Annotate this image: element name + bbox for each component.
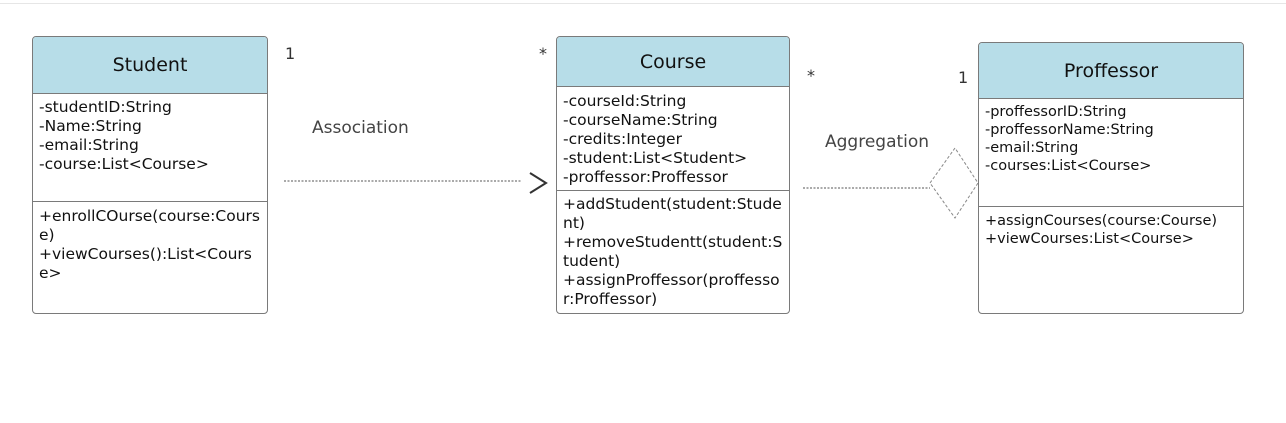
course-attr-3: -credits:Integer — [563, 130, 682, 148]
proffessor-methods: +assignCourses(course:Course) +viewCours… — [979, 207, 1243, 250]
proffessor-method-1: +assignCourses(course:Course) — [985, 213, 1218, 229]
course-class-name: Course — [557, 37, 789, 87]
course-class[interactable]: Course -courseId:String -courseName:Stri… — [556, 36, 790, 314]
student-attr-3: -email:String — [39, 136, 139, 154]
student-attr-2: -Name:String — [39, 117, 142, 135]
proffessor-class[interactable]: Proffessor -proffessorID:String -proffes… — [978, 42, 1244, 314]
association-arrowhead — [529, 172, 548, 194]
student-methods: +enrollCOurse(course:Course) +viewCourse… — [33, 202, 267, 285]
proffessor-method-2: +viewCourses:List<Course> — [985, 231, 1194, 247]
proffessor-attr-2: -proffessorName:String — [985, 122, 1154, 138]
student-class[interactable]: Student -studentID:String -Name:String -… — [32, 36, 268, 314]
proffessor-attr-4: -courses:List<Course> — [985, 158, 1152, 174]
aggregation-diamond-icon — [929, 147, 979, 219]
association-label: Association — [312, 118, 409, 138]
course-method-2: +removeStudentt(student:Student) — [563, 233, 783, 270]
proffessor-class-name: Proffessor — [979, 43, 1243, 99]
student-class-name: Student — [33, 37, 267, 94]
student-attributes: -studentID:String -Name:String -email:St… — [33, 94, 267, 202]
top-border-line — [0, 3, 1286, 4]
aggregation-target-multiplicity: 1 — [958, 68, 969, 87]
proffessor-attributes: -proffessorID:String -proffessorName:Str… — [979, 99, 1243, 207]
course-attr-1: -courseId:String — [563, 92, 687, 110]
course-methods: +addStudent(student:Student) +removeStud… — [557, 191, 789, 311]
aggregation-source-multiplicity: * — [807, 66, 815, 85]
course-attr-5: -proffessor:Proffessor — [563, 168, 728, 186]
course-attributes: -courseId:String -courseName:String -cre… — [557, 87, 789, 191]
aggregation-label: Aggregation — [825, 132, 930, 152]
proffessor-attr-1: -proffessorID:String — [985, 104, 1127, 120]
course-method-3: +assignProffessor(proffessor:Proffessor) — [563, 271, 780, 308]
student-method-2: +viewCourses():List<Course> — [39, 245, 252, 282]
student-attr-1: -studentID:String — [39, 98, 172, 116]
course-attr-4: -student:List<Student> — [563, 149, 748, 167]
student-method-1: +enrollCOurse(course:Course) — [39, 207, 260, 244]
proffessor-attr-3: -email:String — [985, 140, 1079, 156]
association-target-multiplicity: * — [539, 44, 547, 63]
student-attr-4: -course:List<Course> — [39, 155, 209, 173]
course-method-1: +addStudent(student:Student) — [563, 195, 782, 232]
association-source-multiplicity: 1 — [285, 44, 296, 63]
course-attr-2: -courseName:String — [563, 111, 718, 129]
